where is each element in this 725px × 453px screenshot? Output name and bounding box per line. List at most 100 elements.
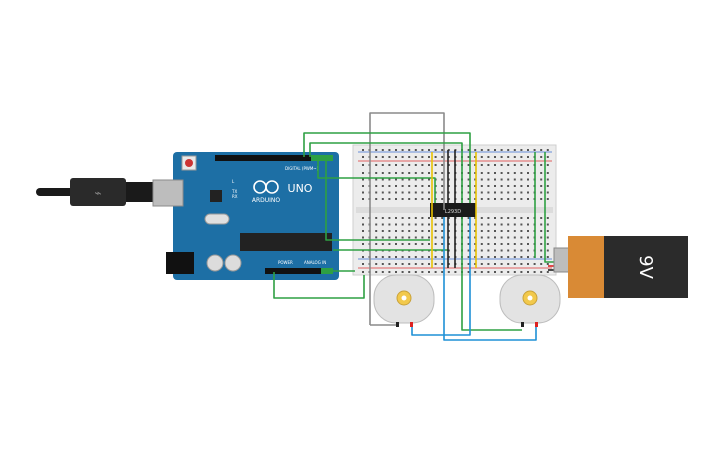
breadboard-hole — [388, 178, 391, 181]
breadboard-hole — [500, 236, 503, 239]
breadboard-hole — [467, 178, 470, 181]
breadboard-hole — [480, 249, 483, 252]
breadboard-hole — [395, 256, 397, 258]
breadboard-hole — [362, 149, 364, 151]
breadboard-hole — [408, 191, 411, 194]
breadboard-hole — [395, 271, 397, 273]
breadboard-hole — [441, 172, 444, 174]
power-analog-header[interactable] — [265, 268, 333, 274]
wire-green-top-2[interactable] — [309, 142, 463, 203]
breadboard-hole — [408, 243, 411, 245]
wire-green-mid-1[interactable] — [325, 157, 430, 241]
wire-blue-1[interactable] — [411, 217, 471, 336]
breadboard-hole — [507, 172, 510, 174]
breadboard-hole — [494, 271, 496, 273]
digital-header[interactable] — [215, 155, 333, 161]
usb-cable[interactable]: ⌁ — [36, 178, 154, 206]
breadboard-hole — [474, 149, 477, 151]
breadboard-hole — [441, 243, 444, 245]
reset-button-cap — [185, 159, 193, 167]
breadboard-hole — [513, 256, 516, 258]
breadboard-hole — [513, 249, 516, 252]
breadboard-hole — [375, 256, 378, 258]
breadboard-hole — [533, 263, 536, 265]
wire-green-power[interactable] — [273, 272, 365, 299]
breadboard-hole — [362, 156, 364, 158]
breadboard-hole — [421, 217, 424, 219]
breadboard-hole — [414, 256, 417, 258]
breadboard-hole — [513, 198, 516, 200]
breadboard-hole — [494, 263, 496, 265]
breadboard-hole — [428, 172, 430, 174]
battery-9v[interactable]: 9V — [553, 236, 688, 298]
wire-green-battery[interactable] — [544, 152, 555, 263]
breadboard-hole — [527, 185, 529, 187]
breadboard-hole — [527, 191, 529, 194]
wire-green-top-3[interactable] — [317, 157, 436, 203]
breadboard-hole — [414, 271, 417, 273]
breadboard-hole — [421, 156, 424, 158]
breadboard-hole — [546, 191, 549, 194]
breadboard-hole — [388, 156, 391, 158]
breadboard-hole — [421, 178, 424, 181]
battery-label: 9V — [635, 255, 656, 279]
arduino-logo-text: ARDUINO — [252, 197, 281, 204]
breadboard-hole — [467, 271, 470, 273]
breadboard-hole — [408, 185, 411, 187]
breadboard-hole — [381, 223, 384, 226]
breadboard-hole — [421, 223, 424, 226]
breadboard-hole — [414, 149, 417, 151]
breadboard-hole — [434, 263, 437, 265]
l-led-label: L — [232, 179, 235, 184]
breadboard-hole — [494, 243, 496, 245]
arduino-uno-board[interactable]: ARDUINO UNO L TX RX DIGITAL (PWM~) POWER… — [152, 152, 339, 280]
breadboard-hole — [540, 263, 543, 265]
breadboard-hole — [540, 256, 543, 258]
breadboard-hole — [480, 236, 483, 239]
breadboard-hole — [395, 230, 397, 232]
breadboard-hole — [362, 271, 364, 273]
breadboard-hole — [408, 149, 411, 151]
wire-green-motor2[interactable] — [461, 217, 522, 331]
breadboard-hole — [520, 178, 523, 181]
breadboard-hole — [401, 263, 404, 265]
breadboard-hole — [540, 191, 543, 194]
breadboard-hole — [487, 191, 490, 194]
breadboard-hole — [414, 172, 417, 174]
breadboard-hole — [487, 271, 490, 273]
breadboard-hole — [428, 164, 430, 166]
wires — [273, 112, 556, 341]
breadboard-hole — [480, 164, 483, 166]
breadboard-hole — [494, 156, 496, 158]
wire-green-top-1[interactable] — [303, 132, 471, 203]
breadboard-hole — [401, 243, 404, 245]
breadboard-hole — [520, 217, 523, 219]
breadboard-hole — [513, 191, 516, 194]
wire-blue-2[interactable] — [443, 217, 537, 341]
breadboard-hole — [434, 217, 437, 219]
breadboard-hole — [395, 156, 397, 158]
breadboard-hole — [540, 243, 543, 245]
breadboard-hole — [467, 198, 470, 200]
wire-gray-loop[interactable] — [369, 112, 445, 325]
breadboard-hole — [500, 198, 503, 200]
dc-motor-2[interactable] — [499, 274, 561, 327]
breadboard-hole — [467, 230, 470, 232]
breadboard-hole — [513, 185, 516, 187]
breadboard-hole — [441, 156, 444, 158]
breadboard-hole — [408, 156, 411, 158]
l293d-chip[interactable]: L293D — [430, 203, 476, 217]
breadboard-hole — [441, 256, 444, 258]
breadboard-hole — [494, 223, 496, 226]
breadboard-hole — [401, 271, 404, 273]
breadboard-hole — [388, 217, 391, 219]
breadboard-hole — [494, 230, 496, 232]
breadboard-hole — [500, 223, 503, 226]
breadboard-hole — [408, 236, 411, 239]
breadboard-hole — [395, 223, 397, 226]
breadboard-hole — [428, 191, 430, 194]
breadboard-hole — [401, 236, 404, 239]
dc-motor-1[interactable] — [373, 274, 435, 327]
breadboard-hole — [546, 164, 549, 166]
